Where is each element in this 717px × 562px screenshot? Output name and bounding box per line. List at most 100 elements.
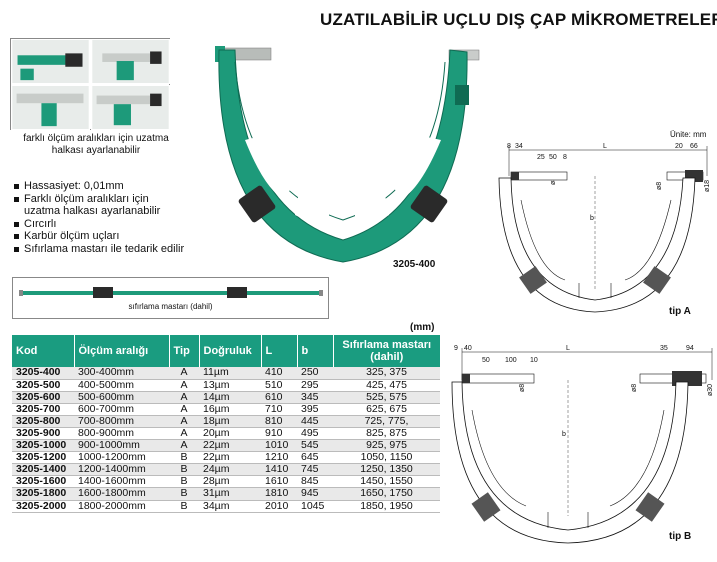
header-code: Kod <box>12 335 75 367</box>
dim-a-3: 25 <box>537 154 545 161</box>
cell-accuracy: 11µm <box>199 367 261 380</box>
cell-gauge: 925, 975 <box>333 439 440 453</box>
setting-gauge-illustration <box>19 287 323 298</box>
cell-range: 1400-1600mm <box>74 475 169 489</box>
cell-L: 1010 <box>261 439 297 453</box>
thumbnail-2 <box>91 39 170 84</box>
cell-range: 600-700mm <box>74 403 169 416</box>
feature-item: Cırcırlı <box>14 218 184 231</box>
table-unit-label: (mm) <box>410 322 435 333</box>
cell-range: 900-1000mm <box>74 439 169 453</box>
diagram-type-a: 8 34 25 50 8 L 20 66 ø8 ø8 ø18 b <box>495 140 717 315</box>
cell-L: 910 <box>261 427 297 441</box>
diagram-b-label: tip B <box>669 531 692 542</box>
dim-b-10: ø8 <box>631 384 638 392</box>
cell-gauge: 1250, 1350 <box>333 463 440 477</box>
cell-gauge: 525, 575 <box>333 391 440 404</box>
page-title: UZATILABİLİR UÇLU DIŞ ÇAP MİKROMETRELERİ <box>320 10 717 29</box>
cell-accuracy: 34µm <box>199 500 261 513</box>
dim-b-1: 9 <box>454 345 458 352</box>
cell-b: 345 <box>297 391 333 404</box>
cell-L: 1610 <box>261 475 297 489</box>
cell-accuracy: 31µm <box>199 487 261 501</box>
dim-b-3: 50 <box>482 357 490 364</box>
cell-range: 1200-1400mm <box>74 463 169 477</box>
cell-b: 645 <box>297 451 333 465</box>
thumbnail-caption: farklı ölçüm aralıkları için uzatma halk… <box>23 133 169 156</box>
cell-code: 3205-900 <box>12 427 74 441</box>
header-range: Ölçüm aralığı <box>74 335 170 367</box>
diagram-type-b: 9 40 50 100 10 L 35 94 ø8 ø8 ø30 b <box>450 340 717 545</box>
header-L: L <box>261 335 298 367</box>
cell-gauge: 325, 375 <box>333 367 440 380</box>
cell-L: 610 <box>261 391 297 404</box>
dim-b-8: 94 <box>686 345 694 352</box>
cell-type: A <box>169 367 199 380</box>
cell-accuracy: 28µm <box>199 475 261 489</box>
cell-range: 500-600mm <box>74 391 169 404</box>
cell-range: 1000-1200mm <box>74 451 169 465</box>
header-gauge: Sıfırlama mastarı (dahil) <box>333 335 440 367</box>
dim-a-12: b <box>590 215 594 222</box>
cell-b: 295 <box>297 379 333 392</box>
cell-type: A <box>169 439 199 453</box>
cell-gauge: 725, 775, <box>333 415 440 428</box>
cell-code: 3205-1800 <box>12 487 74 501</box>
header-type: Tip <box>169 335 200 367</box>
cell-b: 395 <box>297 403 333 416</box>
cell-L: 1810 <box>261 487 297 501</box>
cell-type: B <box>169 451 199 465</box>
feature-item: Karbür ölçüm uçları <box>14 230 184 243</box>
cell-type: A <box>169 391 199 404</box>
cell-type: B <box>169 463 199 477</box>
cell-type: A <box>169 415 199 428</box>
cell-b: 845 <box>297 475 333 489</box>
cell-L: 810 <box>261 415 297 428</box>
cell-type: A <box>169 379 199 392</box>
cell-L: 410 <box>261 367 297 380</box>
cell-b: 1045 <box>297 500 333 513</box>
cell-gauge: 425, 475 <box>333 379 440 392</box>
setting-gauge-panel: sıfırlama mastarı (dahil) <box>12 277 329 319</box>
cell-range: 1600-1800mm <box>74 487 169 501</box>
thumbnail-3 <box>11 85 90 130</box>
cell-L: 710 <box>261 403 297 416</box>
dim-b-11: ø30 <box>707 384 714 396</box>
dim-b-4: 100 <box>505 357 517 364</box>
dim-b-6: L <box>566 345 570 352</box>
cell-code: 3205-1000 <box>12 439 74 453</box>
cell-gauge: 1450, 1550 <box>333 475 440 489</box>
dim-a-9: ø8 <box>550 177 557 185</box>
cell-gauge: 1050, 1150 <box>333 451 440 465</box>
dim-b-12: b <box>562 431 566 438</box>
diagram-a-label: tip A <box>669 306 691 317</box>
dim-a-1: 8 <box>507 143 511 150</box>
header-b: b <box>297 335 334 367</box>
thumbnail-4 <box>91 85 170 130</box>
product-model-label: 3205-400 <box>393 259 436 270</box>
cell-type: A <box>169 403 199 416</box>
cell-range: 400-500mm <box>74 379 169 392</box>
cell-gauge: 625, 675 <box>333 403 440 416</box>
dim-b-5: 10 <box>530 357 538 364</box>
cell-accuracy: 22µm <box>199 451 261 465</box>
cell-L: 510 <box>261 379 297 392</box>
dim-a-6: L <box>603 143 607 150</box>
cell-range: 800-900mm <box>74 427 169 441</box>
dim-a-4: 50 <box>549 154 557 161</box>
cell-code: 3205-700 <box>12 403 74 416</box>
extension-thumbnails <box>10 38 170 130</box>
cell-code: 3205-1600 <box>12 475 74 489</box>
dim-a-2: 34 <box>515 143 523 150</box>
cell-gauge: 825, 875 <box>333 427 440 441</box>
cell-accuracy: 18µm <box>199 415 261 428</box>
feature-item: Sıfırlama mastarı ile tedarik edilir <box>14 243 184 256</box>
cell-range: 300-400mm <box>74 367 169 380</box>
